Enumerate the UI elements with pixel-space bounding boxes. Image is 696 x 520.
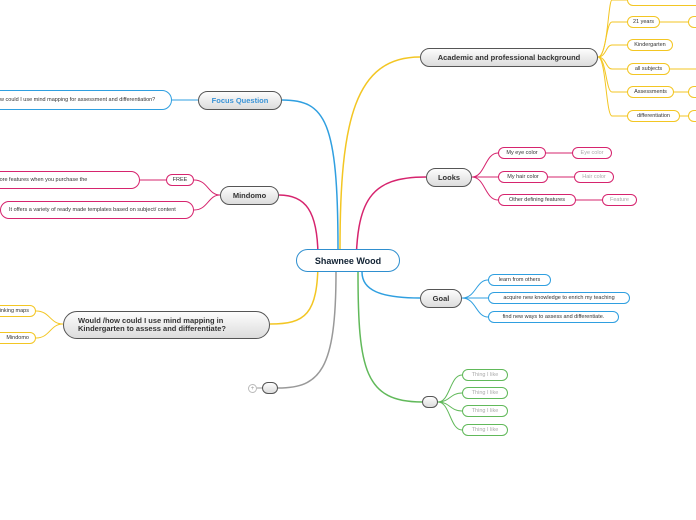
thing-i-like-4[interactable]: Thing I like: [462, 424, 508, 436]
subtopic-academic-years-child[interactable]: [688, 16, 696, 28]
connector-academic: [339, 56, 421, 250]
subtopic-academic-assessments[interactable]: Assessments: [627, 86, 674, 98]
connector-looks-2: [471, 176, 499, 201]
thing-i-like-1[interactable]: Thing I like: [462, 369, 508, 381]
connector-goal-2: [461, 297, 489, 318]
connector-would: [269, 259, 319, 325]
would-mindomo[interactable]: Mindomo: [0, 332, 36, 344]
eye-color-value[interactable]: Eye color: [572, 147, 612, 159]
mindomo-free[interactable]: FREE: [166, 174, 194, 186]
subtopic-academic-years[interactable]: 21 years: [627, 16, 660, 28]
topic-goal[interactable]: Goal: [420, 289, 462, 308]
connector-would-0: [35, 310, 64, 325]
topic-looks[interactable]: Looks: [426, 168, 472, 187]
topic-would-question[interactable]: Would /how could I use mind mapping in K…: [63, 311, 270, 339]
goal-learn-from-others[interactable]: learn from others: [488, 274, 551, 286]
focus-question-text[interactable]: How could I use mind mapping for assessm…: [0, 90, 172, 110]
topic-focus-question[interactable]: Focus Question: [198, 91, 282, 110]
connector-mindomo-free: [193, 179, 221, 196]
goal-acquire-knowledge[interactable]: acquire new knowledge to enrich my teach…: [488, 292, 630, 304]
thing-i-like-2[interactable]: Thing I like: [462, 387, 508, 399]
subtopic-academic-subjects[interactable]: all subjects: [627, 63, 670, 75]
collapse-toggle-icon[interactable]: +: [248, 384, 257, 393]
topic-empty-gray[interactable]: [262, 382, 278, 394]
thing-i-like-3[interactable]: Thing I like: [462, 405, 508, 417]
connector-mindomo: [278, 194, 319, 259]
central-topic[interactable]: Shawnee Wood: [296, 249, 400, 272]
connector-academic-5: [597, 56, 627, 117]
connector-goal-0: [461, 279, 489, 299]
subtopic-academic-cut-off[interactable]: [627, 0, 696, 6]
connector-looks-0: [471, 152, 499, 178]
subtopic-academic-assessments-child[interactable]: [688, 86, 696, 98]
connector-things-0: [437, 374, 463, 403]
subtopic-academic-differentiation-child[interactable]: [688, 110, 696, 122]
connector-things: [357, 271, 423, 403]
topic-mindomo[interactable]: Mindomo: [220, 186, 279, 205]
connector-empty: [277, 271, 337, 389]
subtopic-hair-color[interactable]: My hair color: [498, 171, 548, 183]
goal-assess-differentiate[interactable]: find new ways to assess and differentiat…: [488, 311, 619, 323]
subtopic-eye-color[interactable]: My eye color: [498, 147, 546, 159]
connector-academic-4: [597, 56, 627, 93]
connector-goal: [361, 271, 421, 299]
connector-would-1: [35, 323, 64, 339]
connector-academic-2: [597, 44, 627, 58]
connector-things-3: [437, 401, 463, 431]
topic-academic-background[interactable]: Academic and professional background: [420, 48, 598, 67]
subtopic-academic-differentiation[interactable]: differentiation: [627, 110, 680, 122]
subtopic-academic-kindergarten[interactable]: Kindergarten: [627, 39, 673, 51]
mindomo-more-features[interactable]: more features when you purchase the: [0, 171, 140, 189]
connector-focus: [281, 99, 339, 250]
mindomo-templates[interactable]: It offers a variety of ready made templa…: [0, 201, 194, 219]
hair-color-value[interactable]: Hair color: [574, 171, 614, 183]
connector-academic-1: [597, 21, 627, 58]
would-thinking-maps[interactable]: Thinking maps: [0, 305, 36, 317]
subtopic-defining-features[interactable]: Other defining features: [498, 194, 576, 206]
topic-empty-things[interactable]: [422, 396, 438, 408]
feature-value[interactable]: Feature: [602, 194, 637, 206]
connector-mindomo-templates: [193, 194, 221, 211]
